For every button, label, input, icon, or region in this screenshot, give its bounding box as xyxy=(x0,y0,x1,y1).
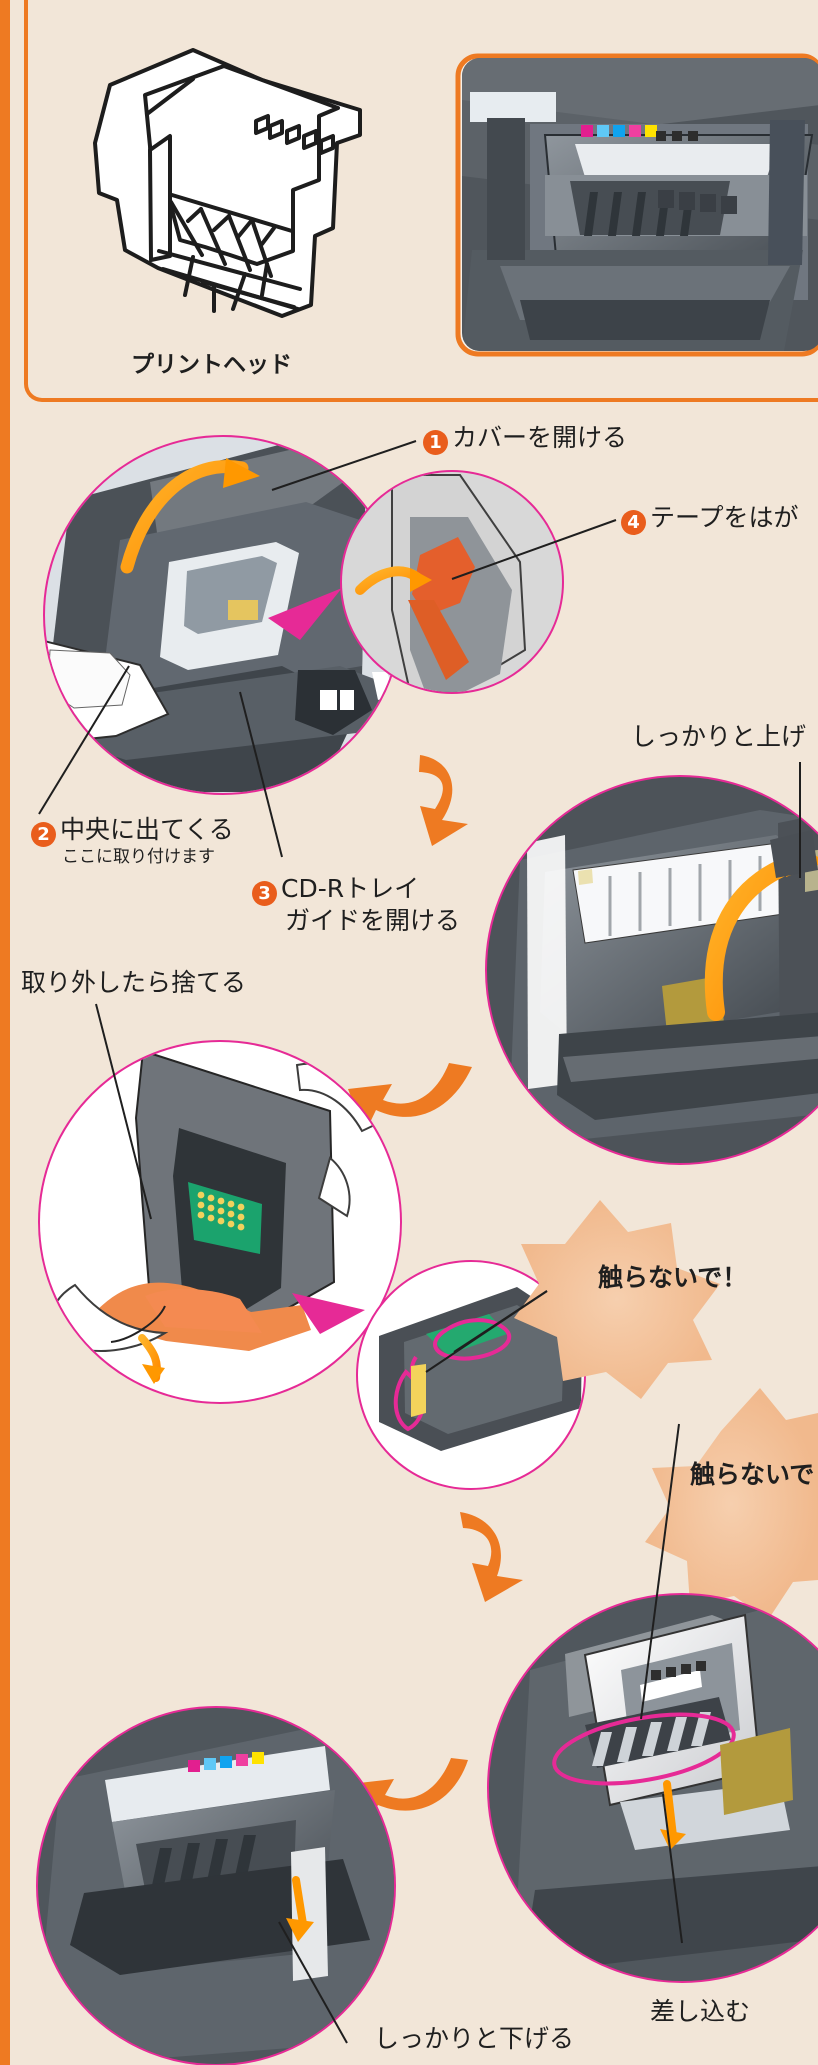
raise-lever-photo xyxy=(485,775,818,1165)
step3-line2: ガイドを開ける xyxy=(285,906,461,936)
do-not-touch-label-1: 触らないで！ xyxy=(598,1263,748,1292)
flow-arrow-2 xyxy=(348,1063,472,1133)
lower-lever-photo xyxy=(36,1706,396,2065)
step2-badge: 2 xyxy=(31,822,56,848)
remove-and-discard-label: 取り外したら捨てる xyxy=(21,968,247,997)
step3-badge: 3 xyxy=(252,881,277,907)
remove-tape-photo xyxy=(38,1040,402,1404)
magnifier-pointer-1 xyxy=(268,588,342,640)
tape-removal-inset xyxy=(340,470,564,694)
cover-opened-photo xyxy=(43,435,403,795)
step2-text: 中央に出てくる xyxy=(60,815,234,844)
printhead-caption: プリントヘッド xyxy=(131,352,292,378)
magnifier-pointer-2 xyxy=(292,1293,365,1334)
warning-burst-2 xyxy=(645,1388,818,1620)
insert-printhead-photo xyxy=(487,1593,818,1983)
step1-badge: 1 xyxy=(423,430,448,456)
step4-text: テープをはが xyxy=(650,503,799,532)
left-accent-bar xyxy=(0,0,10,2065)
insert-label: 差し込む xyxy=(650,1997,751,2026)
step2-subtext: ここに取り付けます xyxy=(62,847,215,868)
step3-line1: CD-Rトレイ xyxy=(281,874,420,903)
do-not-touch-label-2: 触らないで xyxy=(690,1460,815,1489)
flow-arrow-1 xyxy=(419,755,468,846)
raise-firmly-label: しっかりと上げ xyxy=(631,722,807,751)
step1-text: カバーを開ける xyxy=(452,423,628,452)
flow-arrow-3 xyxy=(460,1512,523,1602)
printhead-illustration xyxy=(93,48,362,318)
warning-burst-1 xyxy=(514,1200,720,1399)
lower-firmly-label: しっかりと下げる xyxy=(374,2024,575,2053)
step4-badge: 4 xyxy=(621,510,646,536)
flow-arrow-4 xyxy=(350,1758,468,1828)
installed-printhead-photo xyxy=(455,53,818,357)
leader-lines xyxy=(38,440,801,2044)
top-panel xyxy=(24,0,818,402)
